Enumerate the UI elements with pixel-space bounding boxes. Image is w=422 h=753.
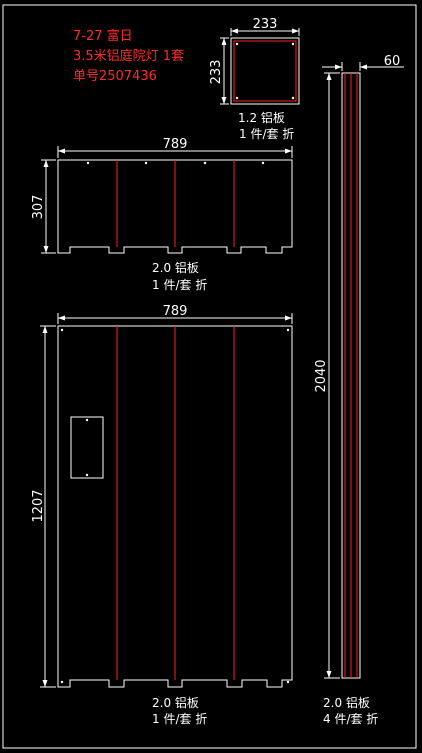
- main-panel-width-dim: 789: [163, 304, 188, 319]
- strip-qty-label: 4 件/套 折: [323, 711, 378, 726]
- square-material-label: 1.2 铝板: [238, 110, 285, 125]
- top-panel-material-label: 2.0 铝板: [152, 260, 199, 275]
- order-date-customer: 7-27 富日: [73, 28, 133, 44]
- top-panel-outline: [57, 159, 293, 254]
- strip-width-dim: 60: [384, 54, 401, 69]
- square-width-dim: 233: [253, 17, 278, 32]
- main-panel: 789 1207 2.0 铝板 1 件/套 折: [31, 304, 293, 726]
- drawing-border: [2, 4, 417, 749]
- main-panel-qty-label: 1 件/套 折: [152, 711, 207, 726]
- top-panel-width-dim: 789: [163, 137, 188, 152]
- square-height-dim: 233: [209, 60, 224, 85]
- square-panel-outline: [230, 37, 300, 105]
- main-panel-material-label: 2.0 铝板: [152, 695, 199, 710]
- square-panel-inner: [233, 40, 297, 102]
- square-qty-label: 1 件/套 折: [239, 126, 294, 141]
- square-panel: 233 233 1.2 铝板 1 件/套 折: [209, 17, 300, 141]
- order-product: 3.5米铝庭院灯 1套: [73, 48, 184, 64]
- strip-material-label: 2.0 铝板: [323, 695, 370, 710]
- top-panel-height-dim: 307: [31, 195, 46, 220]
- main-panel-height-dim: 1207: [31, 489, 46, 522]
- top-panel: 789 307 2.0 铝板 1 件/套 折: [31, 137, 293, 292]
- strip-part: 60 2040 2.0 铝板 4 件/套 折: [314, 54, 404, 726]
- strip-length-dim: 2040: [314, 359, 329, 392]
- top-panel-qty-label: 1 件/套 折: [152, 277, 207, 292]
- order-number: 单号2507436: [73, 69, 157, 84]
- main-panel-cutout: [70, 416, 104, 479]
- main-panel-outline: [57, 325, 293, 688]
- order-annotation: 7-27 富日 3.5米铝庭院灯 1套 单号2507436: [73, 28, 184, 84]
